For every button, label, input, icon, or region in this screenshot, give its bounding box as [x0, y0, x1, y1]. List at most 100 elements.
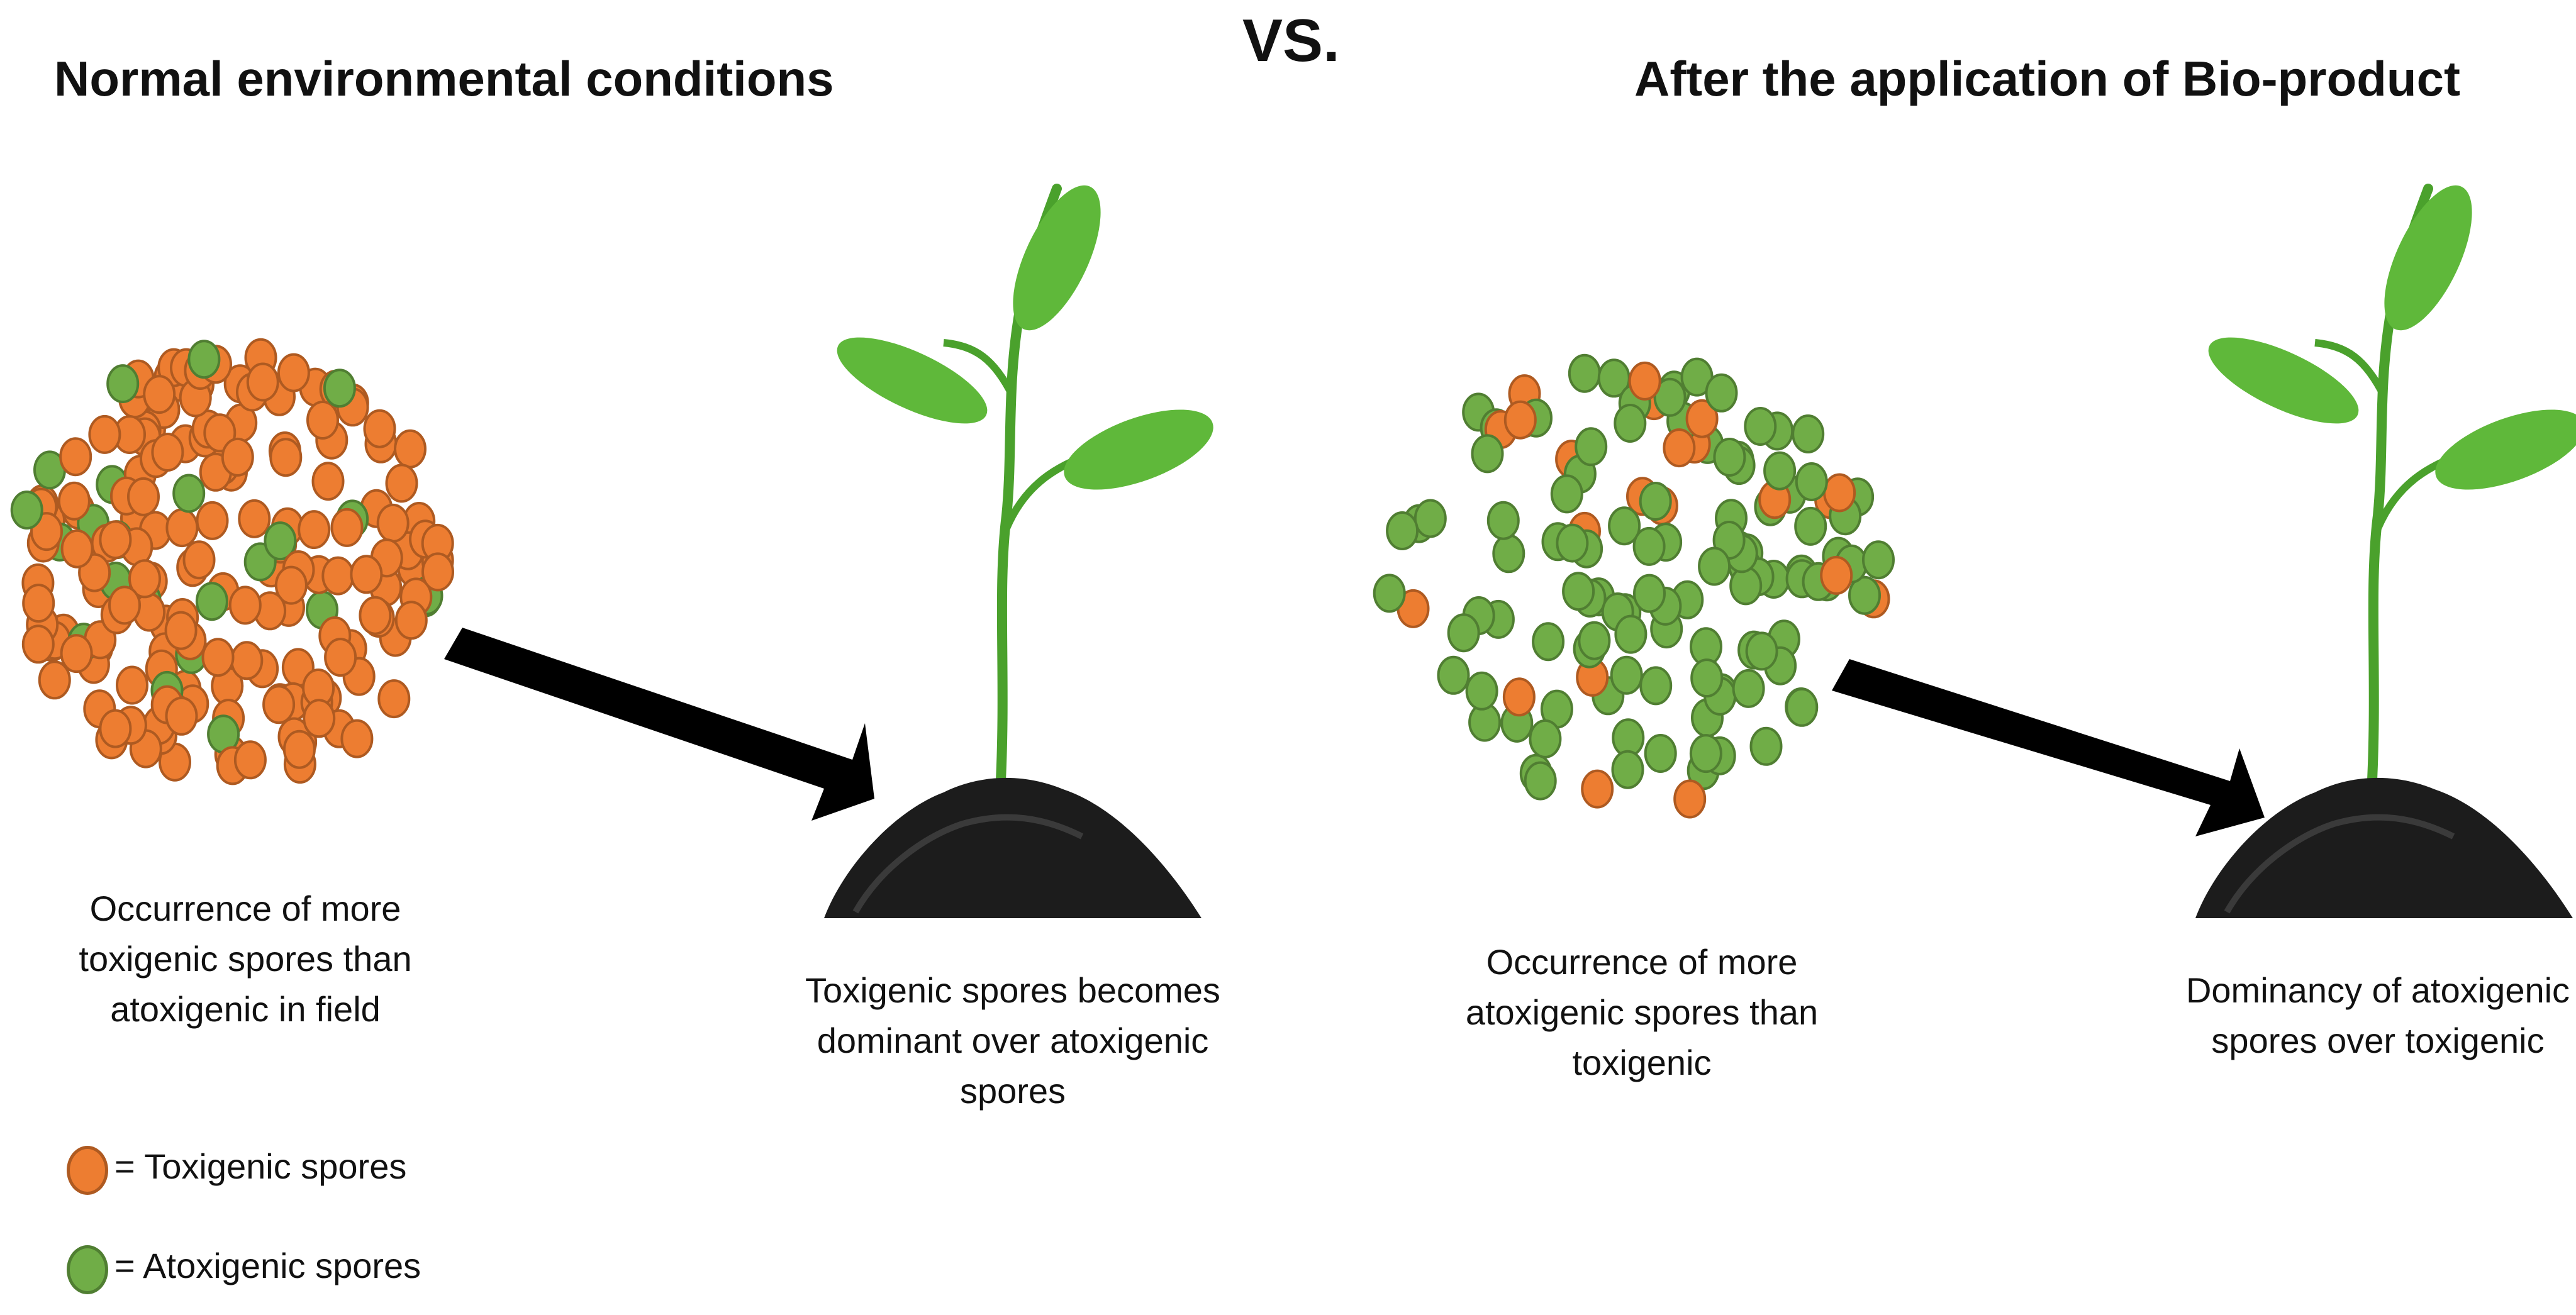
toxigenic-spore-icon: [88, 414, 121, 454]
toxigenic-spore-icon: [116, 665, 148, 705]
right-seedling-icon: [2195, 184, 2576, 918]
toxigenic-spore-icon: [298, 510, 331, 550]
toxigenic-spore-icon: [228, 585, 262, 625]
toxigenic-spore-icon: [1628, 361, 1661, 401]
atoxigenic-spore-icon: [1632, 526, 1666, 566]
atoxigenic-spore-icon: [1610, 655, 1643, 695]
toxigenic-spore-icon: [277, 353, 310, 392]
toxigenic-spore-icon: [340, 719, 374, 758]
toxigenic-spore-icon: [164, 611, 198, 650]
atoxigenic-spore-icon: [264, 521, 297, 561]
leaf-icon: [837, 337, 988, 424]
toxigenic-spore-icon: [60, 529, 94, 569]
toxigenic-spore-icon: [238, 499, 271, 538]
atoxigenic-spore-icon: [1447, 613, 1480, 653]
left-plant-caption: Toxigenic spores becomes dominant over a…: [805, 970, 1220, 1111]
atoxigenic-spore-icon: [1713, 438, 1746, 477]
atoxigenic-spore-icon: [1690, 658, 1724, 698]
atoxigenic-spore-icon: [1698, 547, 1731, 586]
atoxigenic-spore-icon: [1562, 572, 1595, 611]
atoxigenic-spore-icon: [1437, 655, 1470, 695]
toxigenic-spore-icon: [1820, 555, 1853, 595]
atoxigenic-spore-icon: [1532, 622, 1565, 662]
atoxigenic-spore-icon: [1639, 482, 1672, 521]
atoxigenic-spore-icon: [67, 1245, 108, 1294]
toxigenic-spore-icon: [22, 584, 55, 623]
toxigenic-spore-icon: [99, 709, 132, 748]
toxigenic-spore-icon: [182, 540, 216, 580]
toxigenic-spore-icon: [1503, 400, 1537, 440]
atoxigenic-spore-icon: [1862, 540, 1895, 580]
toxigenic-spore-icon: [324, 638, 357, 677]
atoxigenic-spore-icon: [172, 474, 206, 513]
atoxigenic-spore-icon: [195, 582, 228, 621]
toxigenic-spore-icon: [330, 508, 364, 547]
atoxigenic-spore-icon: [1745, 631, 1778, 671]
toxigenic-spore-icon: [262, 685, 296, 724]
atoxigenic-spore-icon: [1848, 575, 1881, 615]
atoxigenic-spore-icon: [1639, 666, 1673, 706]
atoxigenic-spore-icon: [1644, 734, 1677, 773]
vs-label: VS.: [1242, 7, 1340, 74]
atoxigenic-spore-icon: [1732, 669, 1765, 708]
toxigenic-spore-icon: [221, 437, 254, 477]
legend-toxigenic-label: = Toxigenic spores: [114, 1146, 407, 1186]
atoxigenic-spore-icon: [1611, 750, 1644, 789]
soil-mound-icon: [824, 777, 1202, 918]
toxigenic-spore-icon: [1673, 779, 1707, 819]
toxigenic-spore-icon: [108, 585, 141, 625]
atoxigenic-spore-icon: [10, 491, 43, 530]
toxigenic-spore-icon: [99, 520, 132, 560]
atoxigenic-spore-icon: [1653, 377, 1687, 417]
toxigenic-spore-icon: [128, 559, 161, 599]
toxigenic-spore-icon: [38, 660, 71, 700]
atoxigenic-spore-icon: [1386, 511, 1419, 550]
atoxigenic-spore-icon: [1763, 451, 1797, 491]
toxigenic-spore-icon: [203, 413, 237, 453]
atoxigenic-spore-icon: [1633, 574, 1666, 613]
toxigenic-spore-icon: [67, 1146, 108, 1195]
toxigenic-spore-icon: [311, 462, 345, 501]
toxigenic-spore-icon: [127, 477, 160, 516]
atoxigenic-spore-icon: [1614, 614, 1648, 654]
leaf-icon: [2435, 409, 2576, 490]
atoxigenic-spore-icon: [187, 340, 221, 379]
right-cluster-caption: Occurrence of more atoxigenic spores tha…: [1465, 942, 1819, 1082]
atoxigenic-spore-icon: [1795, 462, 1828, 501]
toxigenic-spore-icon: [394, 601, 428, 640]
atoxigenic-spore-icon: [1550, 474, 1583, 514]
atoxigenic-spore-icon: [1471, 434, 1504, 474]
left-title: Normal environmental conditions: [54, 51, 834, 106]
atoxigenic-spore-icon: [1614, 404, 1647, 443]
atoxigenic-spore-icon: [1486, 501, 1520, 540]
atoxigenic-spore-icon: [1373, 574, 1406, 613]
toxigenic-spore-icon: [201, 638, 235, 677]
right-title: After the application of Bio-product: [1634, 51, 2460, 106]
toxigenic-spore-icon: [151, 433, 184, 472]
atoxigenic-spore-icon: [1794, 506, 1827, 546]
toxigenic-spore-icon: [421, 552, 454, 592]
toxigenic-spore-icon: [274, 565, 308, 605]
legend-atoxigenic-label: = Atoxigenic spores: [114, 1246, 421, 1285]
toxigenic-spore-icon: [233, 740, 267, 780]
toxigenic-spore-icon: [143, 375, 176, 414]
atoxigenic-spore-icon: [1575, 427, 1608, 467]
toxigenic-spore-icon: [1502, 677, 1536, 717]
toxigenic-spore-icon: [246, 362, 279, 402]
toxigenic-spore-icon: [359, 596, 392, 635]
leaf-icon: [2384, 185, 2472, 331]
toxigenic-spore-icon: [377, 679, 411, 719]
toxigenic-spore-icon: [21, 624, 55, 664]
toxigenic-spore-icon: [306, 401, 339, 440]
atoxigenic-spore-icon: [1792, 414, 1825, 453]
atoxigenic-spore-icon: [1705, 373, 1738, 413]
toxigenic-spore-icon: [363, 409, 396, 448]
toxigenic-spore-icon: [282, 730, 316, 769]
atoxigenic-spore-icon: [1529, 719, 1562, 758]
atoxigenic-spore-icon: [1689, 734, 1722, 774]
toxigenic-spore-icon: [165, 696, 198, 736]
atoxigenic-spore-icon: [1749, 726, 1783, 766]
